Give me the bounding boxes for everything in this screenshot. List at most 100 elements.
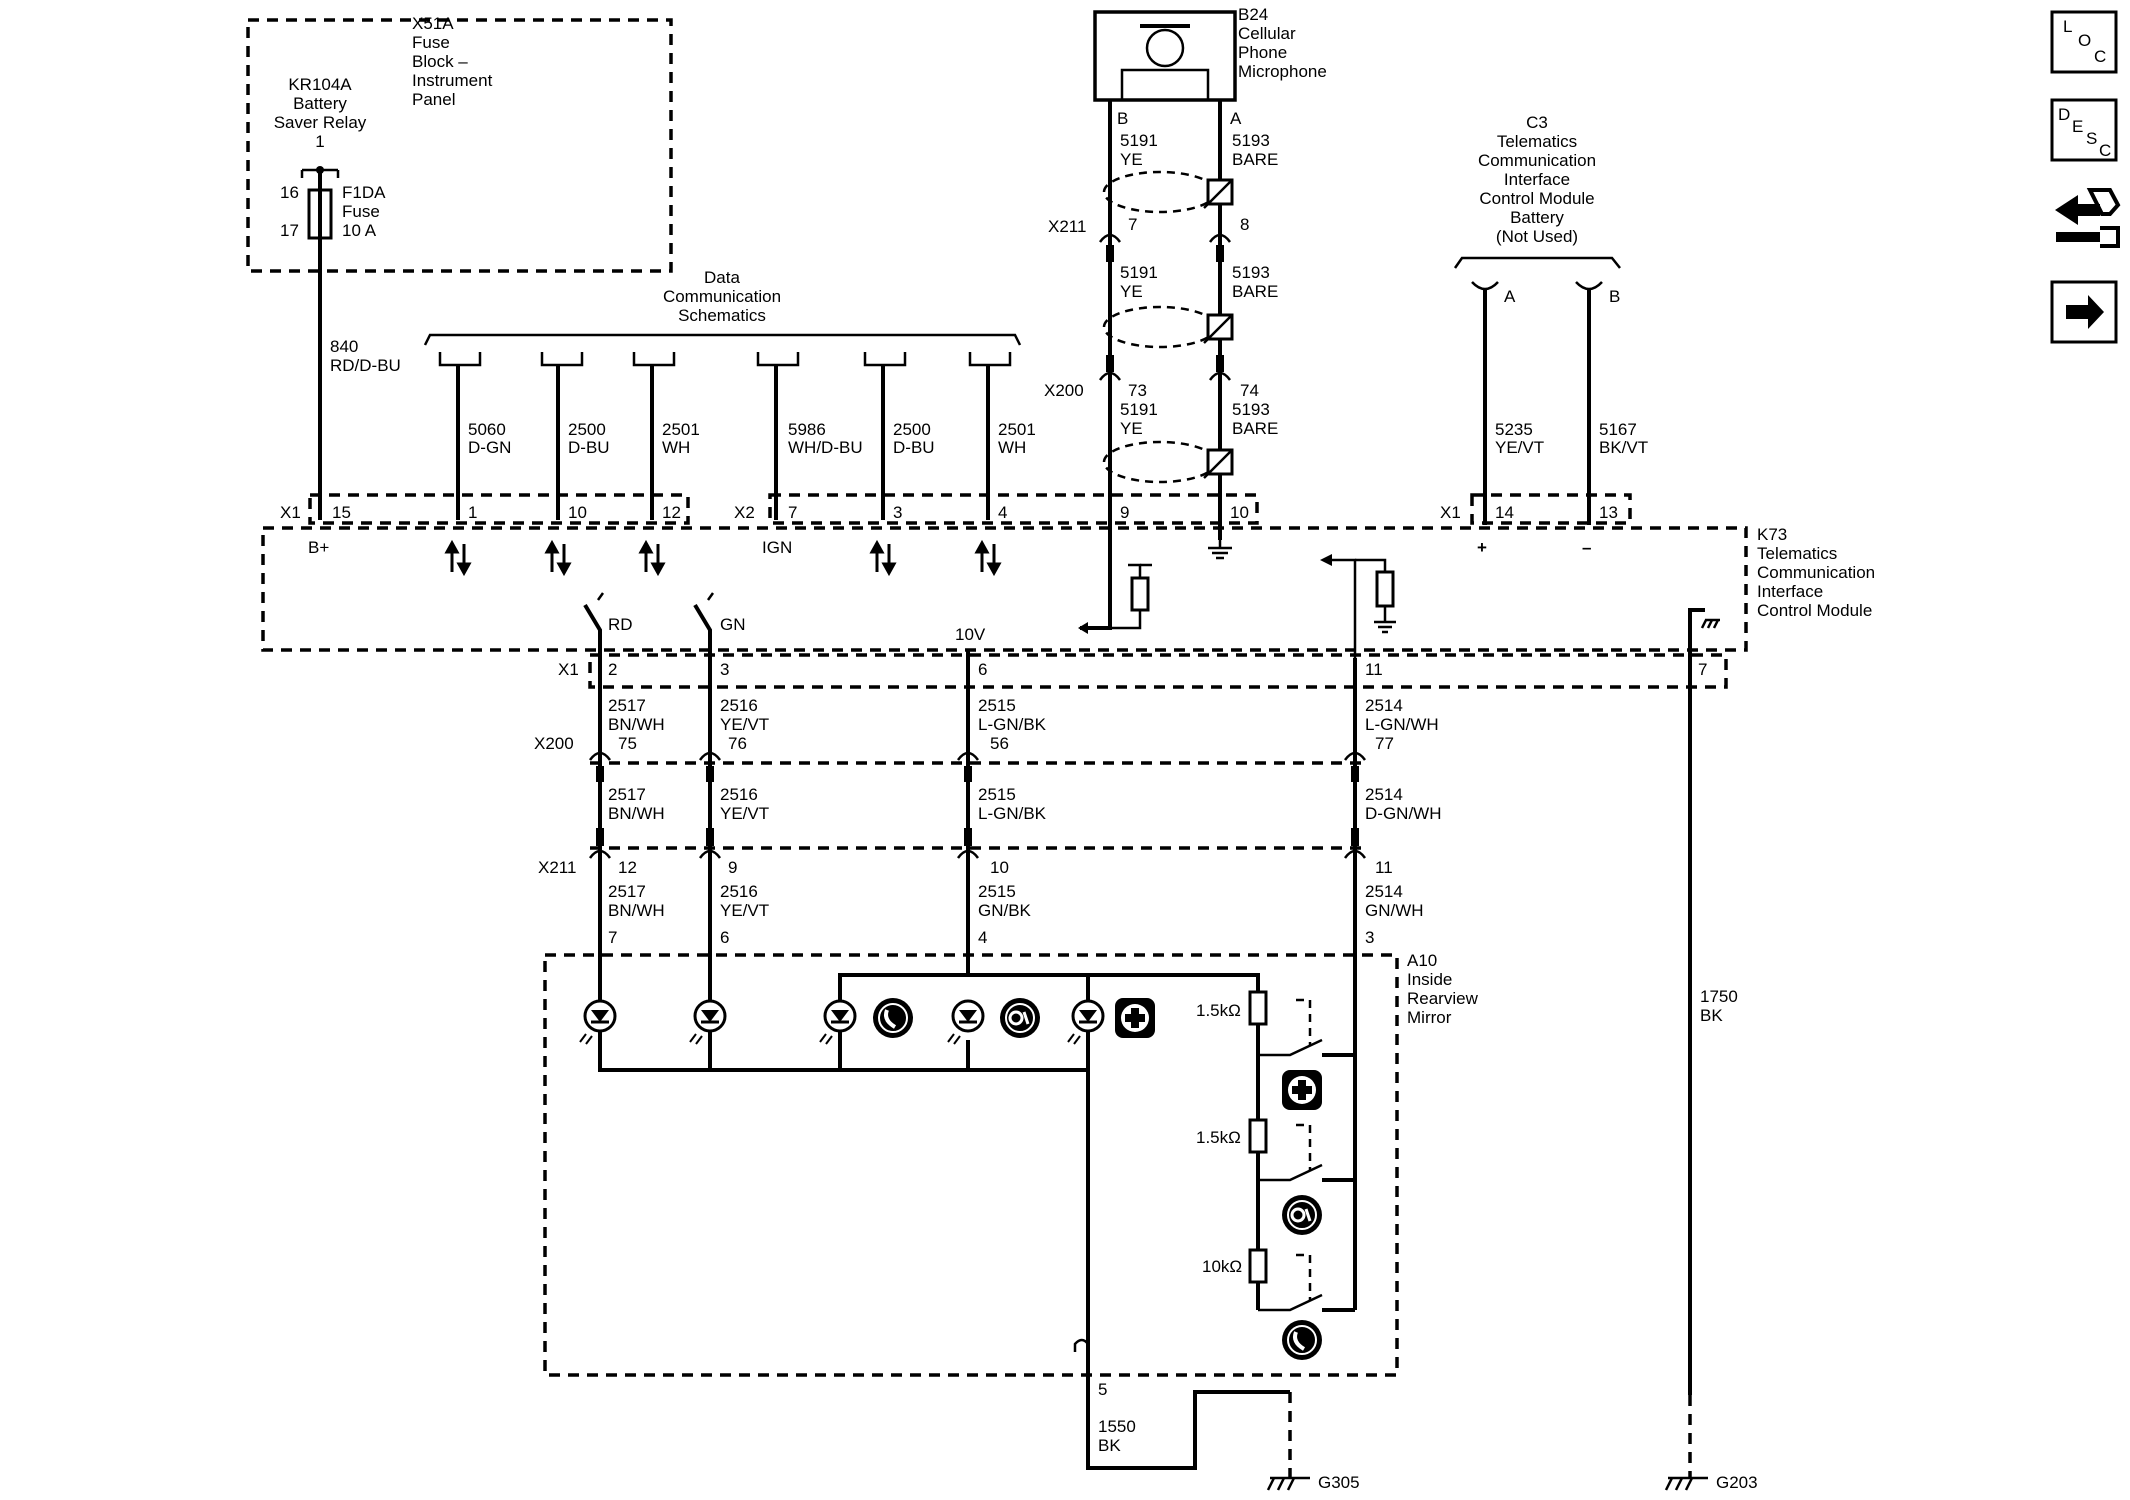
svg-text:12: 12 (662, 503, 681, 522)
svg-text:IGN: IGN (762, 538, 792, 557)
svg-text:X1: X1 (1440, 503, 1461, 522)
svg-text:D-BU: D-BU (893, 438, 935, 457)
microphone-id: B24 (1238, 5, 1268, 24)
svg-text:WH: WH (662, 438, 690, 457)
svg-text:Battery: Battery (293, 94, 347, 113)
svg-text:Telematics: Telematics (1497, 132, 1577, 151)
description-button[interactable]: D E S C (2050, 98, 2118, 162)
battery-connector-c3: C3 Telematics Communication Interface Co… (1453, 113, 1621, 306)
svg-text:7: 7 (608, 928, 617, 947)
description-icon: D E S C (2058, 105, 2111, 160)
svg-text:7: 7 (788, 503, 797, 522)
microphone-b24: B24 Cellular Phone Microphone B A (1093, 5, 1327, 128)
svg-text:56: 56 (990, 734, 1009, 753)
svg-text:2515: 2515 (978, 882, 1016, 901)
svg-text:RD/D-BU: RD/D-BU (330, 356, 401, 375)
svg-text:D-BU: D-BU (568, 438, 610, 457)
onstar-switch-icon (1282, 1195, 1322, 1235)
svg-text:5193: 5193 (1232, 400, 1270, 419)
svg-text:WH: WH (998, 438, 1026, 457)
svg-text:11: 11 (1375, 858, 1393, 877)
svg-text:5: 5 (1098, 1380, 1107, 1399)
svg-text:X1: X1 (558, 660, 579, 679)
fuse-block-id: X51A (412, 14, 454, 33)
svg-text:1750: 1750 (1700, 987, 1738, 1006)
ground-g305-label: G305 (1318, 1473, 1360, 1492)
resistor-r3: 10kΩ (1202, 1257, 1242, 1276)
next-page-button[interactable] (2050, 280, 2118, 344)
svg-text:A: A (1230, 109, 1242, 128)
svg-text:10 A: 10 A (342, 221, 377, 240)
svg-text:5167: 5167 (1599, 420, 1637, 439)
svg-text:(Not Used): (Not Used) (1496, 227, 1578, 246)
svg-text:GN/BK: GN/BK (978, 901, 1032, 920)
svg-text:X200: X200 (1044, 381, 1084, 400)
svg-text:2517: 2517 (608, 785, 646, 804)
connector-view-button[interactable] (2055, 188, 2121, 248)
module-id: K73 (1757, 525, 1787, 544)
svg-text:5191: 5191 (1120, 263, 1158, 282)
svg-text:2500: 2500 (568, 420, 606, 439)
svg-text:4: 4 (978, 928, 987, 947)
arrow-right-icon (2066, 295, 2104, 329)
svg-text:Communication: Communication (663, 287, 781, 306)
svg-text:8: 8 (1240, 215, 1249, 234)
svg-text:YE/VT: YE/VT (720, 715, 769, 734)
svg-text:–: – (1582, 538, 1591, 557)
svg-text:1550: 1550 (1098, 1417, 1136, 1436)
svg-text:BN/WH: BN/WH (608, 901, 665, 920)
emergency-switch-icon (1282, 1070, 1322, 1110)
svg-text:11: 11 (1365, 660, 1383, 679)
svg-text:74: 74 (1240, 381, 1259, 400)
data-communication-group: Data Communication Schematics 5060 D-GN … (423, 268, 1036, 520)
svg-text:2515: 2515 (978, 696, 1016, 715)
svg-text:13: 13 (1599, 503, 1618, 522)
svg-text:L-GN/WH: L-GN/WH (1365, 715, 1439, 734)
svg-text:77: 77 (1375, 734, 1394, 753)
svg-text:9: 9 (728, 858, 737, 877)
svg-text:76: 76 (728, 734, 747, 753)
svg-text:GN: GN (720, 615, 746, 634)
svg-text:B: B (1609, 287, 1620, 306)
svg-text:10: 10 (568, 503, 587, 522)
svg-text:2501: 2501 (662, 420, 700, 439)
telematics-module-k73: X1 15 1 10 12 X2 7 3 4 9 10 X1 14 13 B+ … (261, 493, 1875, 689)
svg-text:2515: 2515 (978, 785, 1016, 804)
svg-text:YE/VT: YE/VT (1495, 438, 1544, 457)
svg-text:Block –: Block – (412, 52, 468, 71)
svg-text:Interface: Interface (1504, 170, 1570, 189)
svg-text:2514: 2514 (1365, 696, 1403, 715)
svg-text:S: S (2086, 129, 2097, 148)
svg-text:YE: YE (1120, 150, 1143, 169)
svg-text:5191: 5191 (1120, 400, 1158, 419)
svg-text:2517: 2517 (608, 882, 646, 901)
svg-text:C: C (2099, 141, 2111, 160)
svg-text:X211: X211 (1048, 217, 1086, 236)
svg-text:Communication: Communication (1478, 151, 1596, 170)
svg-text:C: C (2094, 47, 2106, 66)
ground-icon (1208, 540, 1232, 560)
ground-g305-icon (1266, 1476, 1310, 1491)
relay-label: KR104A (288, 75, 352, 94)
svg-text:Cellular: Cellular (1238, 24, 1296, 43)
svg-text:4: 4 (998, 503, 1007, 522)
svg-text:BK: BK (1098, 1436, 1121, 1455)
svg-text:10V: 10V (955, 625, 986, 644)
svg-text:7: 7 (1698, 660, 1707, 679)
svg-text:5193: 5193 (1232, 263, 1270, 282)
svg-text:3: 3 (1365, 928, 1374, 947)
svg-text:16: 16 (280, 183, 299, 202)
svg-text:5235: 5235 (1495, 420, 1533, 439)
svg-text:WH/D-BU: WH/D-BU (788, 438, 863, 457)
location-icon: L O C (2063, 17, 2106, 66)
location-button[interactable]: L O C (2050, 10, 2118, 74)
svg-text:73: 73 (1128, 381, 1147, 400)
phone-switch-icon (1282, 1320, 1322, 1360)
svg-text:D-GN: D-GN (468, 438, 511, 457)
svg-text:BARE: BARE (1232, 150, 1278, 169)
svg-text:Phone: Phone (1238, 43, 1287, 62)
onstar-icon (1000, 998, 1040, 1038)
svg-text:B+: B+ (308, 538, 329, 557)
svg-text:+: + (1477, 538, 1487, 557)
